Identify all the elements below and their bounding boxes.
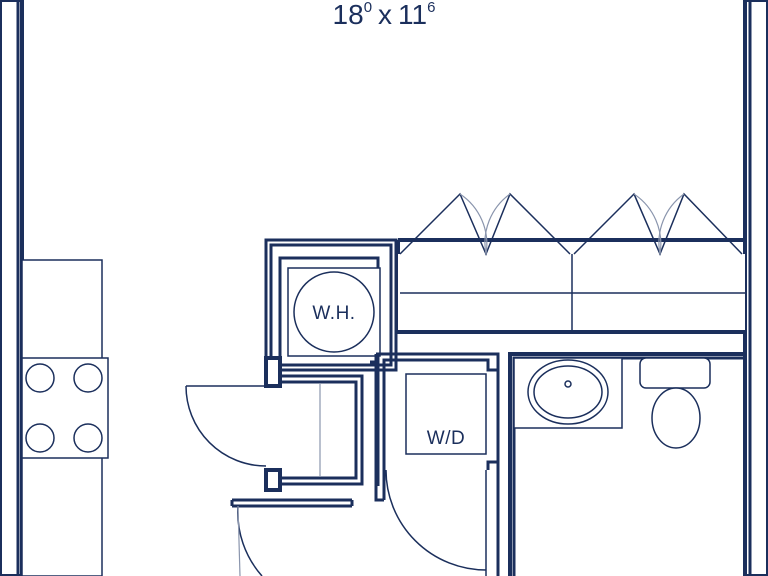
linen-closet <box>185 356 364 492</box>
bathroom <box>496 352 745 576</box>
right-exterior-wall <box>743 0 768 576</box>
door-swing-arc <box>237 505 263 576</box>
sink <box>527 359 609 425</box>
door-swing-arc <box>185 385 267 467</box>
burner-icon <box>73 363 103 393</box>
closet <box>394 192 745 334</box>
drain-icon <box>564 380 572 388</box>
washer-dryer-label: W/D <box>427 428 465 449</box>
linen-closet-wall <box>280 374 364 486</box>
entry-wall <box>232 498 352 508</box>
water-heater-label: W.H. <box>312 303 355 324</box>
burner-icon <box>25 423 55 453</box>
washer-dryer <box>405 373 487 455</box>
water-heater-closet: W.H. <box>264 238 398 372</box>
cooktop <box>21 357 109 459</box>
burner-icon <box>73 423 103 453</box>
burner-icon <box>25 363 55 393</box>
entry <box>230 498 354 576</box>
entry-door[interactable] <box>237 505 241 576</box>
bathroom-wall <box>508 352 745 576</box>
toilet-bowl <box>651 387 701 449</box>
vanity <box>513 357 623 429</box>
toilet-tank <box>639 357 711 389</box>
water-heater <box>287 267 381 357</box>
kitchen-counter <box>21 259 109 576</box>
door-swing-arc <box>385 469 487 571</box>
laundry-closet: W/D <box>370 352 500 576</box>
water-heater-tank <box>293 271 375 353</box>
